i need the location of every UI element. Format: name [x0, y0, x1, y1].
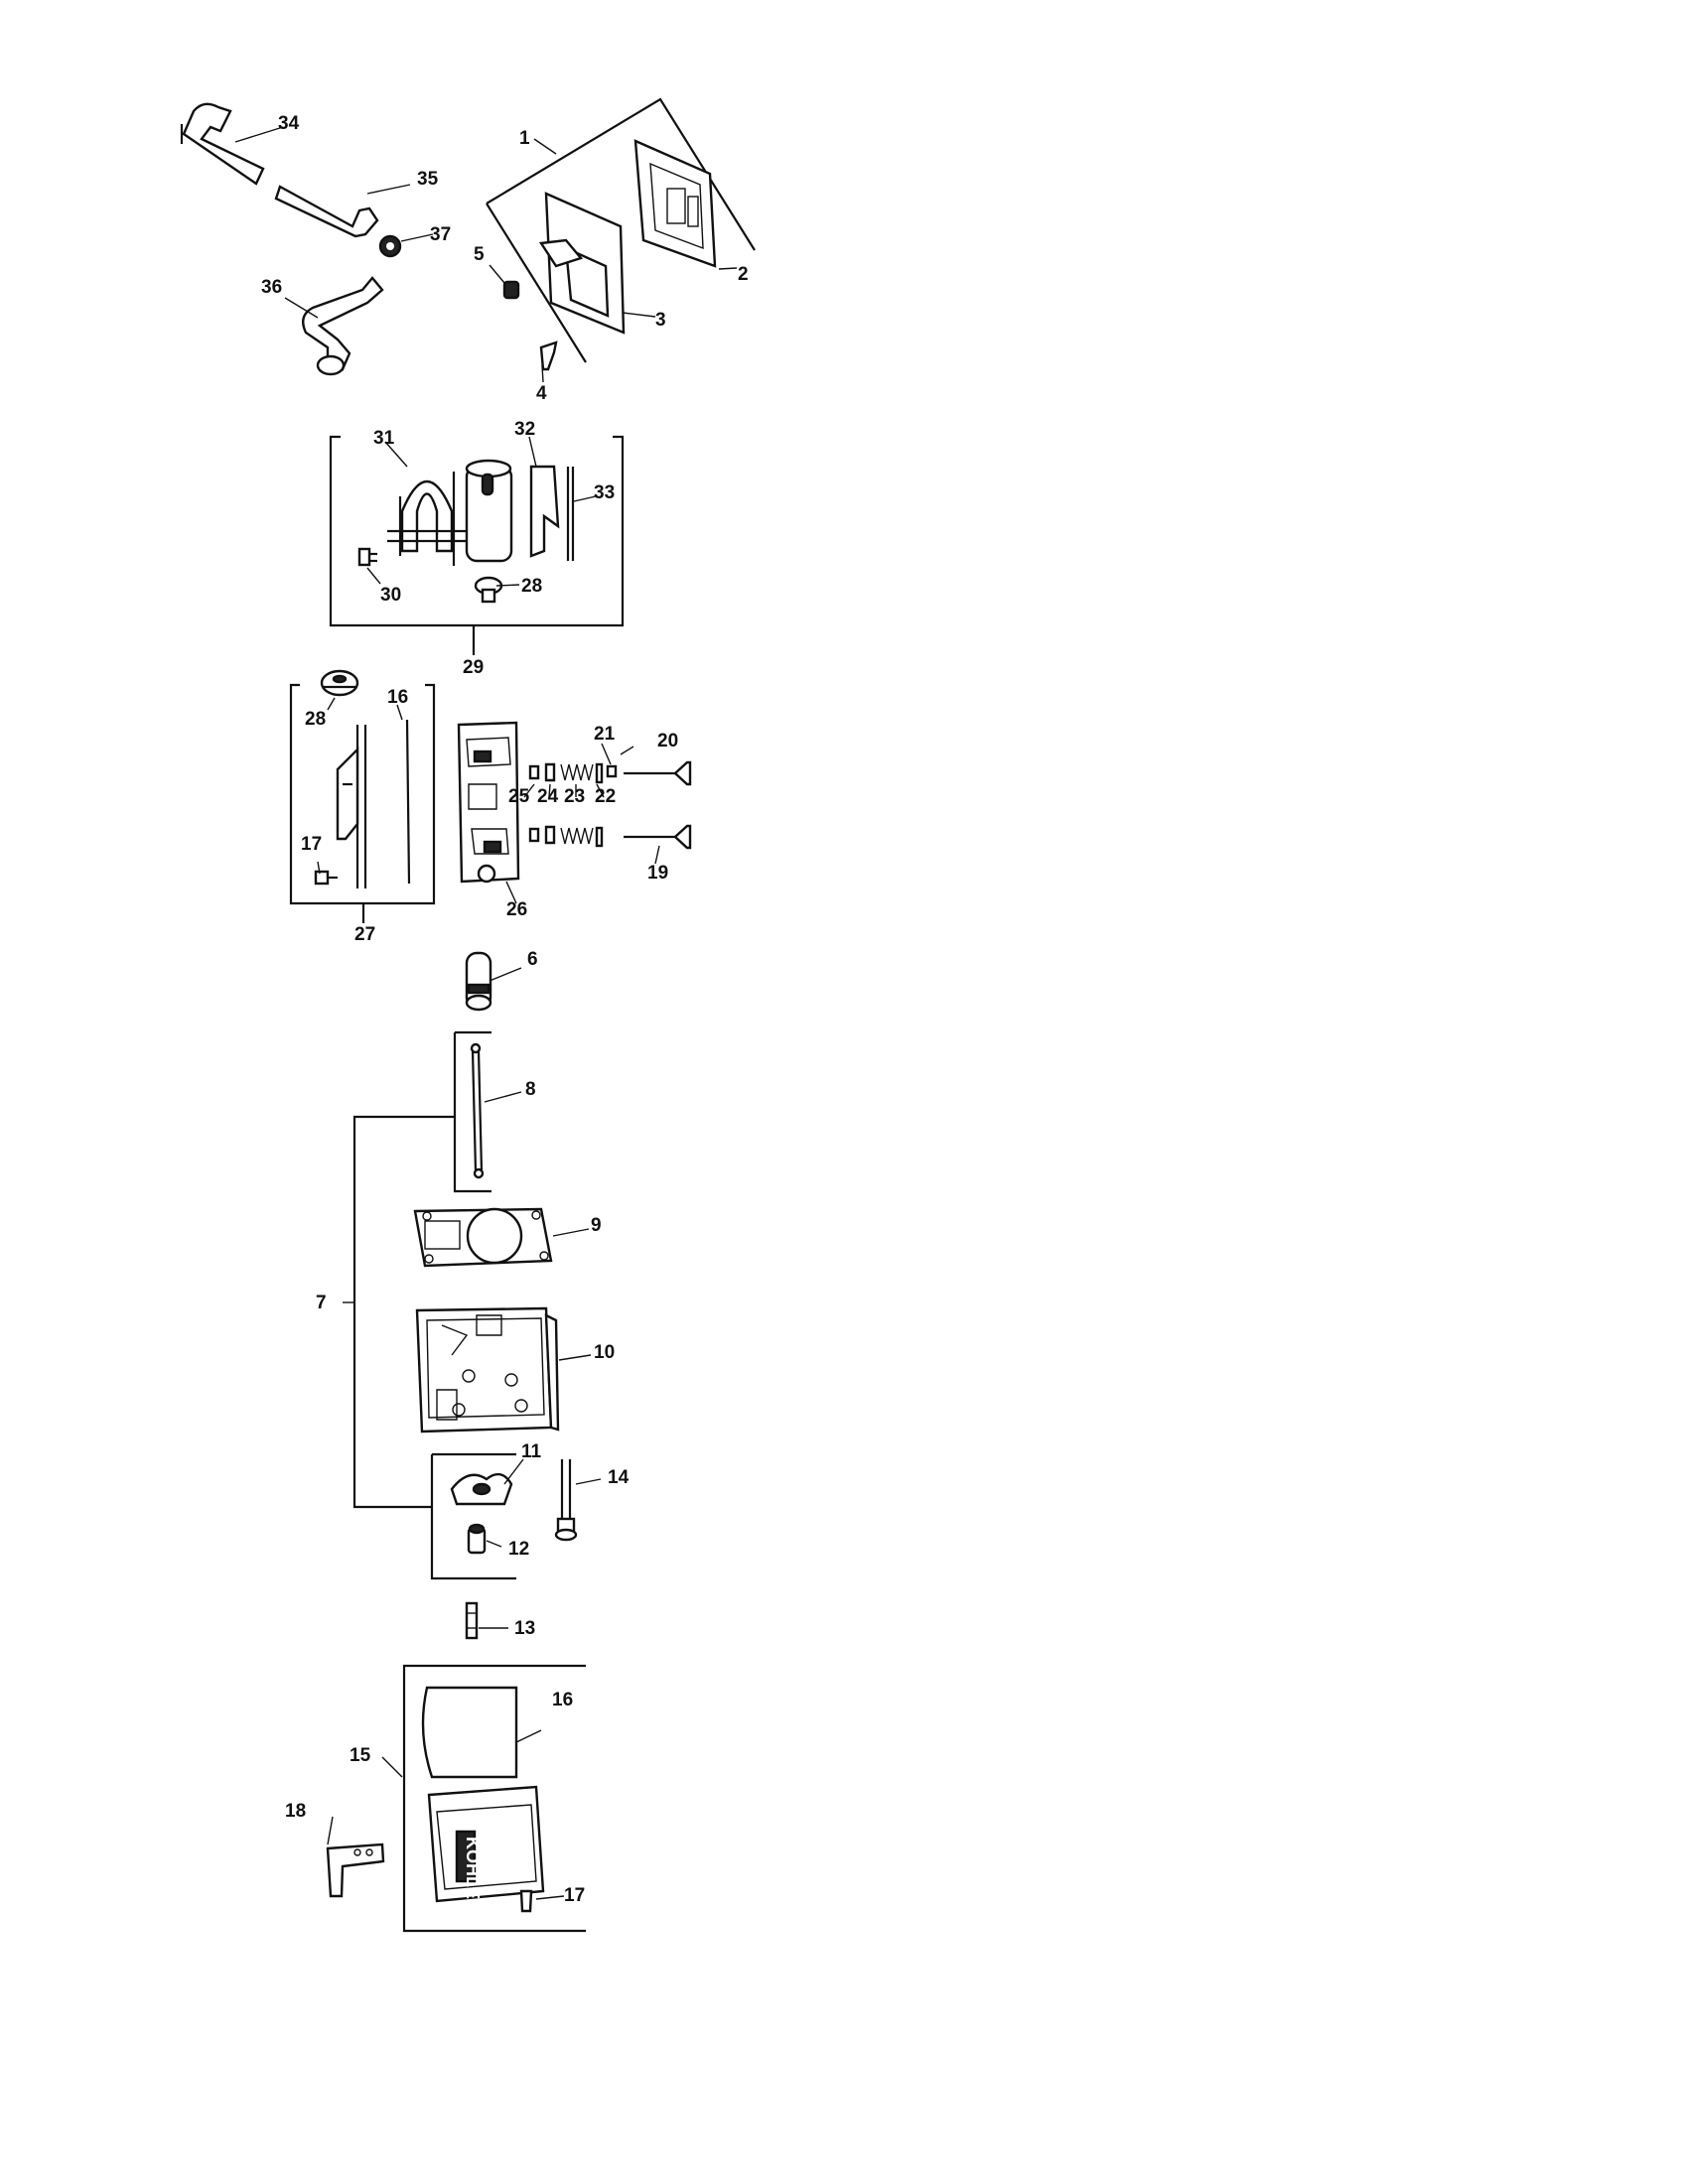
callout-33: 33 — [594, 482, 615, 503]
callout-22: 22 — [595, 786, 616, 807]
lifting-bracket-18 — [326, 1843, 385, 1898]
valve-seals-22 — [595, 762, 604, 848]
callout-7: 7 — [316, 1293, 327, 1313]
hydraulic-lifter-6 — [465, 951, 492, 1012]
callout-12: 12 — [508, 1539, 529, 1560]
callout-24: 24 — [537, 786, 559, 807]
shield-33 — [566, 467, 575, 561]
callout-31: 31 — [373, 428, 395, 449]
callout-35: 35 — [417, 169, 439, 190]
callout-29: 29 — [463, 657, 484, 678]
callout-4: 4 — [536, 383, 547, 404]
rocker-plate — [336, 725, 367, 888]
callout-28-lower: 28 — [305, 709, 326, 730]
pushrod-8 — [470, 1042, 485, 1179]
breather-gasket-2 — [633, 139, 717, 268]
screw-30 — [357, 547, 377, 567]
callout-28-upper: 28 — [521, 576, 542, 597]
breather-hose-35 — [274, 185, 379, 238]
retaining-strap-31 — [387, 472, 467, 566]
pushrod-bracket — [453, 1030, 491, 1193]
screw-17-upper — [314, 870, 338, 886]
valve-cover-bracket-15 — [402, 1664, 586, 1933]
bracket-group-29 — [329, 435, 625, 655]
callout-32: 32 — [514, 419, 535, 440]
callout-21: 21 — [594, 724, 616, 745]
callout-18: 18 — [285, 1801, 306, 1822]
filter-bracket-32 — [529, 465, 560, 558]
leader-lines — [234, 126, 738, 1900]
callout-27: 27 — [354, 924, 375, 945]
callout-16-upper: 16 — [387, 687, 408, 708]
callout-25: 25 — [508, 786, 530, 807]
hose-clamp-37 — [378, 234, 402, 258]
valve-cover: KOHLER — [427, 1785, 545, 1912]
callout-30: 30 — [380, 585, 401, 606]
callout-2: 2 — [738, 264, 749, 285]
callout-15: 15 — [350, 1745, 371, 1766]
callout-5: 5 — [474, 244, 485, 265]
callout-36: 36 — [261, 277, 282, 298]
valve-spring-retainers-24 — [544, 762, 556, 845]
kit-bracket-7 — [352, 1115, 455, 1509]
valve-cover-brand-label: KOHLER — [463, 1837, 483, 1912]
callout-23: 23 — [564, 786, 585, 807]
stud-13 — [465, 1601, 479, 1640]
callout-14: 14 — [608, 1467, 630, 1488]
cylinder-head-10 — [415, 1306, 560, 1433]
breather-cover-3 — [538, 192, 626, 335]
breather-screw-4 — [539, 341, 558, 371]
cap-21 — [606, 764, 618, 778]
callout-9: 9 — [591, 1215, 602, 1236]
rocker-bracket-group — [430, 1452, 516, 1580]
breather-hose-36 — [302, 276, 384, 376]
exhaust-valve-20 — [624, 760, 692, 786]
pushrod-guide-16 — [405, 719, 411, 885]
callout-13: 13 — [514, 1618, 535, 1639]
callout-10: 10 — [594, 1342, 615, 1363]
callout-20: 20 — [657, 731, 678, 751]
breather-filter-5 — [502, 280, 520, 300]
callout-8: 8 — [525, 1079, 536, 1100]
fuel-filter-body — [465, 459, 513, 563]
breather-hose-34 — [180, 102, 265, 186]
callout-26: 26 — [506, 899, 527, 920]
valve-cover-gasket-16 — [421, 1686, 518, 1779]
callout-19: 19 — [647, 863, 668, 884]
head-gasket-9 — [413, 1207, 553, 1268]
callout-17-upper: 17 — [301, 834, 322, 855]
cylinder-head-valve-26 — [457, 721, 520, 884]
callout-16-lower: 16 — [552, 1690, 573, 1710]
callout-3: 3 — [655, 310, 666, 331]
callout-1: 1 — [519, 128, 530, 149]
intake-valve-19 — [624, 824, 692, 850]
head-bolt-14 — [554, 1459, 578, 1542]
bracket-group-27 — [289, 683, 436, 923]
breather-assembly-bracket — [486, 97, 756, 363]
grommet-28-upper — [474, 576, 503, 604]
valve-springs-23 — [560, 763, 594, 845]
callout-labels: 34 35 37 36 1 2 3 4 5 31 32 33 28 30 29 … — [261, 113, 749, 1906]
callout-17-lower: 17 — [564, 1885, 585, 1906]
valve-keepers-25 — [528, 764, 540, 843]
grommet-28-lower — [320, 669, 359, 697]
callout-34: 34 — [278, 113, 300, 134]
callout-6: 6 — [527, 949, 538, 970]
callout-11: 11 — [521, 1441, 542, 1462]
rocker-pivot-12 — [467, 1523, 487, 1555]
rocker-bridge-11 — [450, 1472, 513, 1506]
callout-37: 37 — [430, 224, 451, 245]
screw-17-lower — [519, 1889, 533, 1913]
